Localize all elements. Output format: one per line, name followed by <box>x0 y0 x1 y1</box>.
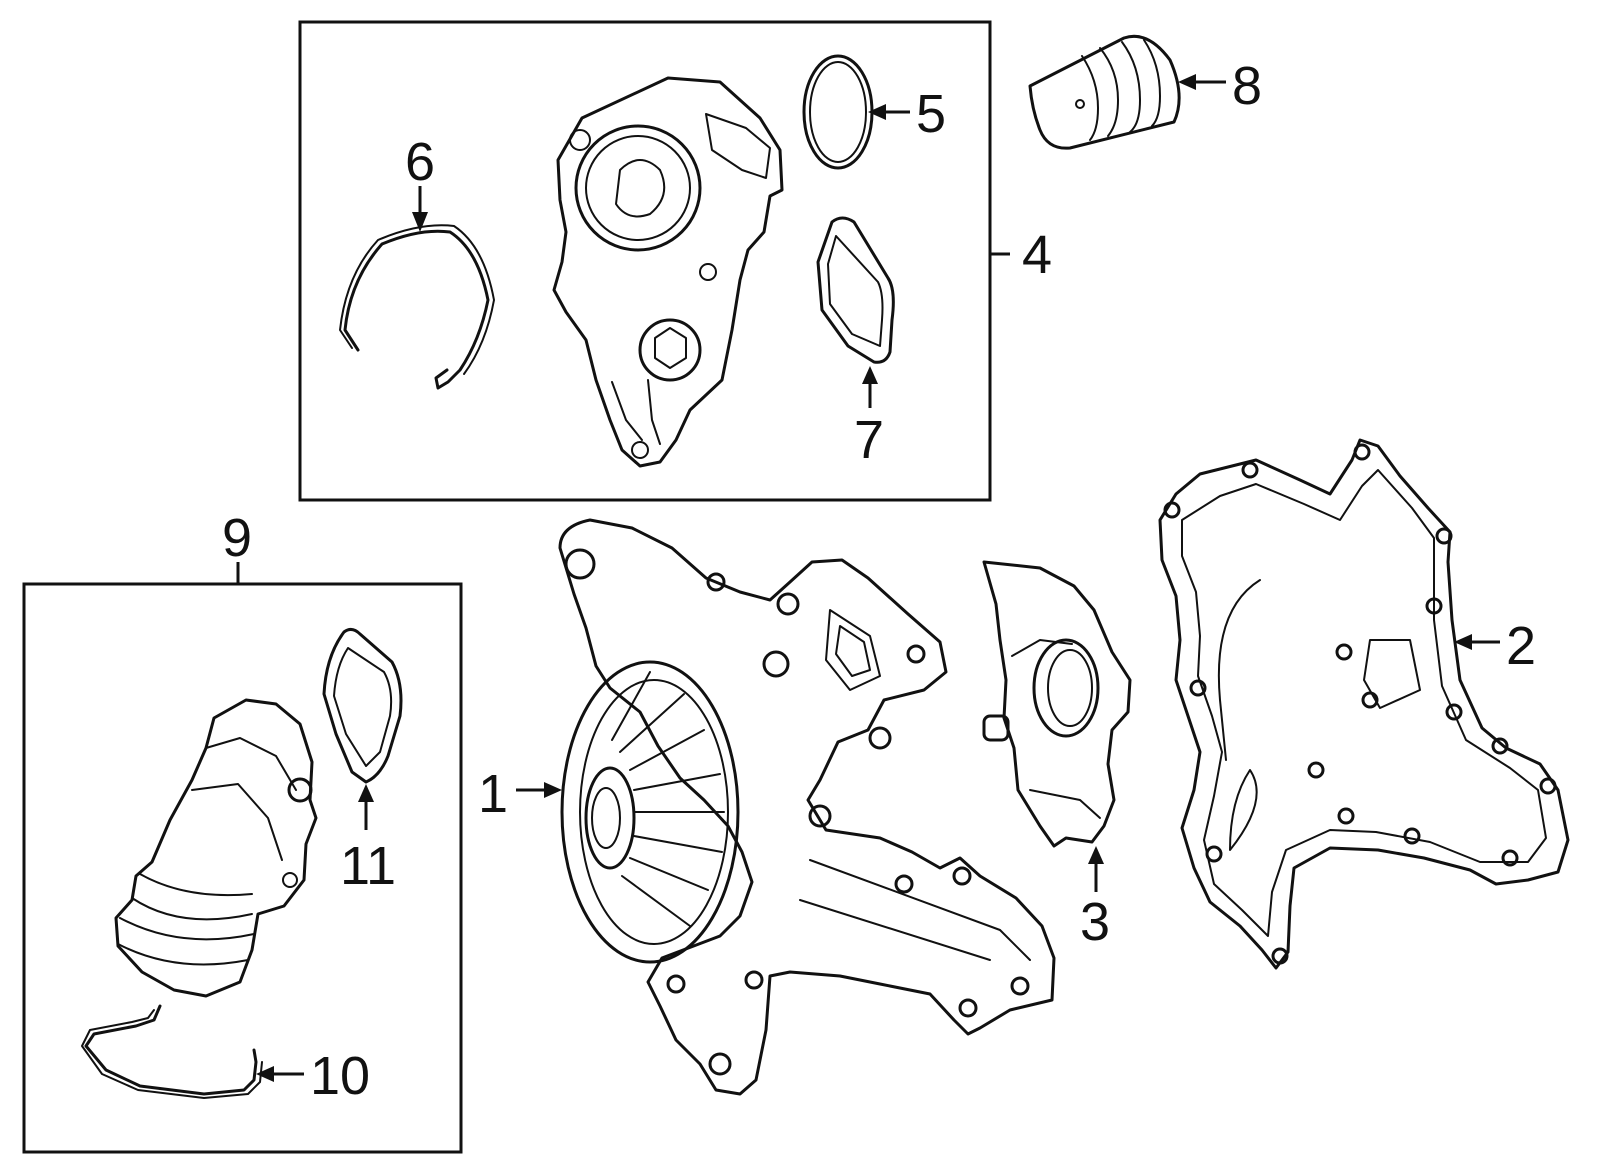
callout-6: 6 <box>405 132 435 192</box>
arrowhead-3 <box>1088 846 1104 864</box>
part-2-timing-cover-gasket <box>1158 438 1570 970</box>
arrowhead-10 <box>256 1066 274 1082</box>
callout-2: 2 <box>1506 616 1536 676</box>
callout-7: 7 <box>854 410 884 470</box>
part-9-outlet-pipe <box>114 698 318 998</box>
part-8-hose-connector <box>1028 34 1181 150</box>
callout-8: 8 <box>1232 56 1262 116</box>
part-10-retaining-clip <box>81 1004 263 1099</box>
group-box-4 <box>298 20 992 502</box>
part-6-retaining-clip <box>339 224 495 390</box>
group-box-9 <box>22 582 463 1154</box>
callout-4: 4 <box>1022 225 1052 285</box>
part-5-o-ring <box>802 54 874 170</box>
arrowhead-1 <box>544 782 562 798</box>
part-11-gasket <box>322 627 403 784</box>
arrowhead-7 <box>862 366 878 384</box>
callout-11: 11 <box>340 836 396 896</box>
callout-3: 3 <box>1080 892 1110 952</box>
callout-1: 1 <box>478 764 508 824</box>
callout-9: 9 <box>222 508 252 568</box>
arrowhead-6 <box>412 212 428 232</box>
part-3-cover-plate <box>982 560 1132 848</box>
callout-10: 10 <box>310 1046 370 1106</box>
part-1-water-pump <box>558 518 1056 1096</box>
callout-5: 5 <box>916 84 946 144</box>
arrowhead-11 <box>358 784 374 802</box>
arrowhead-5 <box>868 104 886 120</box>
part-4-thermostat-housing <box>552 76 784 468</box>
part-7-gasket <box>816 216 895 364</box>
arrowhead-2 <box>1454 634 1472 650</box>
arrowhead-8 <box>1178 74 1196 90</box>
